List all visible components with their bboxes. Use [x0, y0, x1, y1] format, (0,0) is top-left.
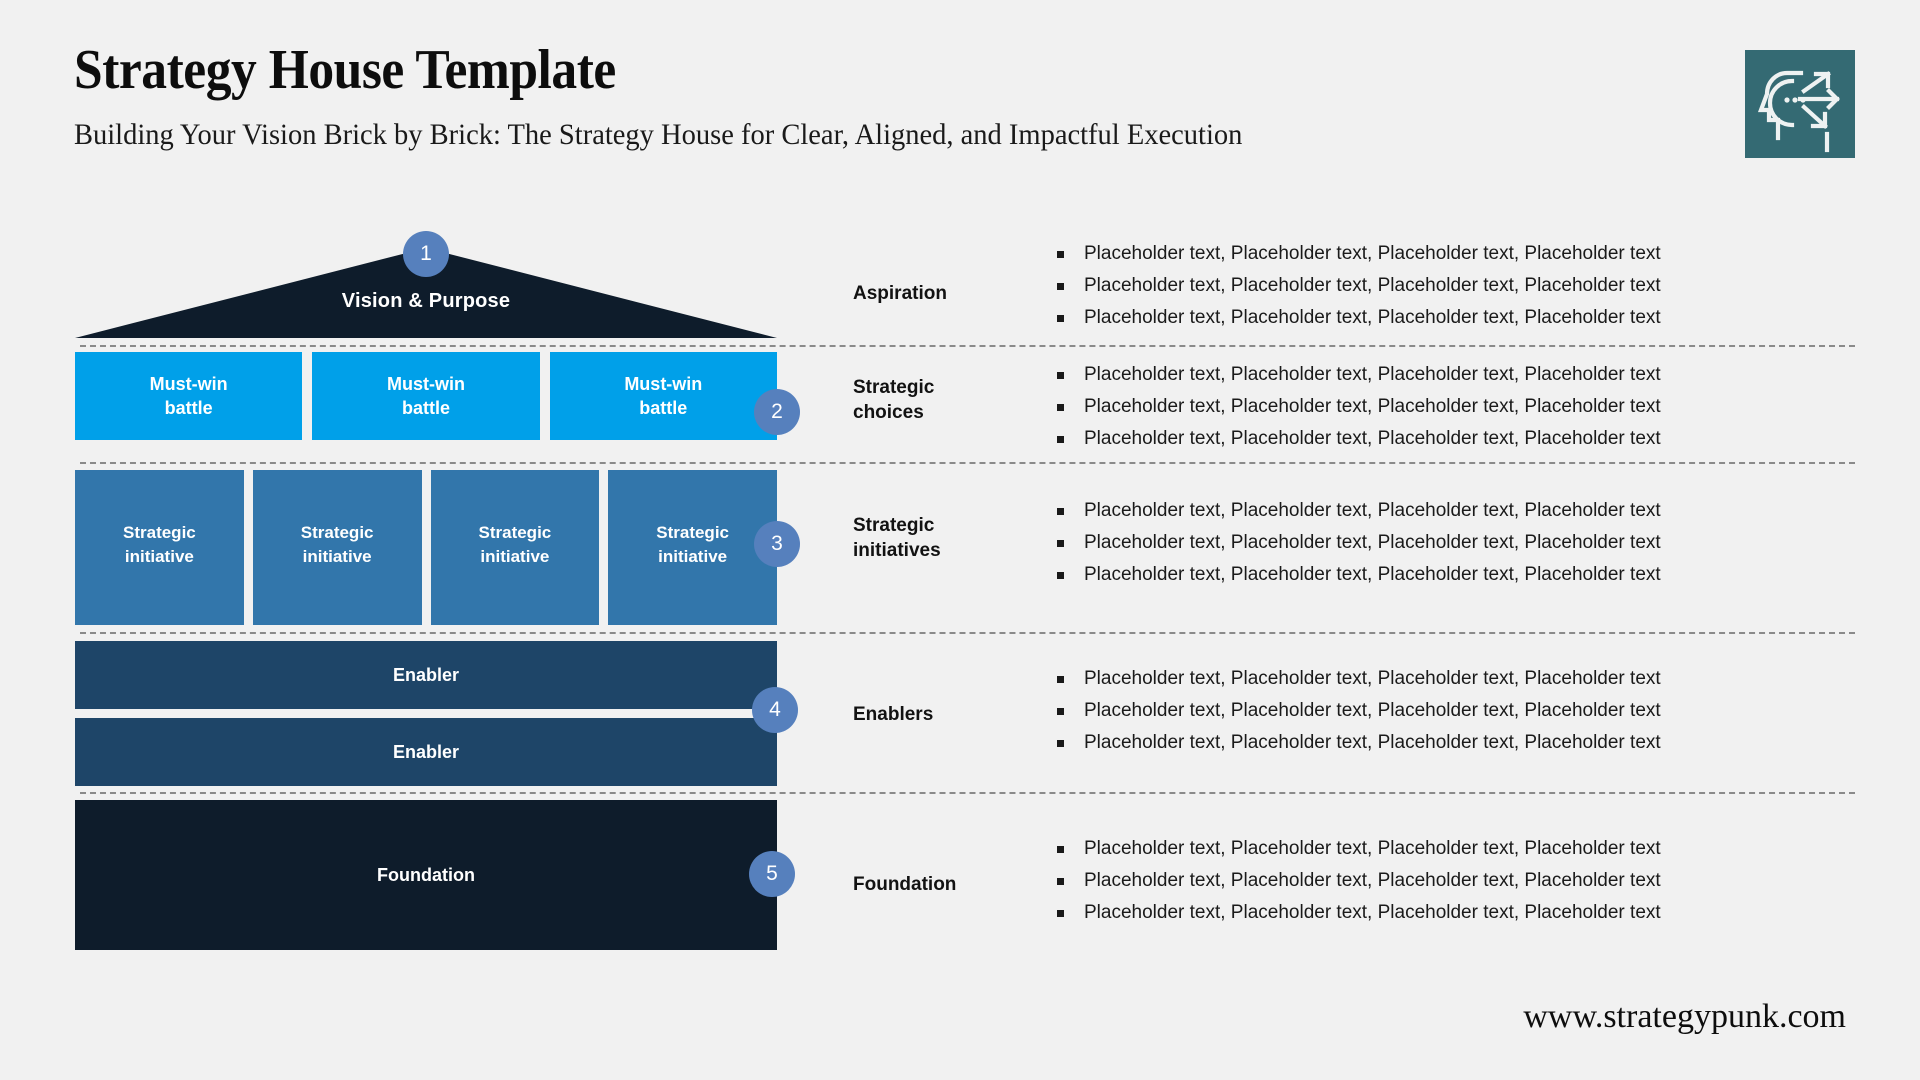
list-item[interactable]: Placeholder text, Placeholder text, Plac… — [1050, 663, 1860, 695]
list-item[interactable]: Placeholder text, Placeholder text, Plac… — [1050, 302, 1860, 334]
list-item[interactable]: Placeholder text, Placeholder text, Plac… — [1050, 359, 1860, 391]
category-label-foundation: Foundation — [853, 874, 957, 895]
list-item[interactable]: Placeholder text, Placeholder text, Plac… — [1050, 391, 1860, 423]
list-item[interactable]: Placeholder text, Placeholder text, Plac… — [1050, 238, 1860, 270]
list-item[interactable]: Placeholder text, Placeholder text, Plac… — [1050, 527, 1860, 559]
list-item[interactable]: Placeholder text, Placeholder text, Plac… — [1050, 559, 1860, 591]
list-item-text: Placeholder text, Placeholder text, Plac… — [1084, 870, 1661, 891]
brand-logo — [1745, 50, 1855, 158]
list-item-text: Placeholder text, Placeholder text, Plac… — [1084, 700, 1661, 721]
row-divider — [80, 345, 1855, 347]
list-item-text: Placeholder text, Placeholder text, Plac… — [1084, 668, 1661, 689]
category-label-aspiration: Aspiration — [853, 283, 947, 304]
enabler-box[interactable]: Enabler — [75, 718, 777, 786]
list-item[interactable]: Placeholder text, Placeholder text, Plac… — [1050, 495, 1860, 527]
bullet-square-icon — [1057, 910, 1064, 917]
house-roof-label: Vision & Purpose — [341, 290, 511, 312]
list-item-text: Placeholder text, Placeholder text, Plac… — [1084, 275, 1661, 296]
enablers-row: Enabler Enabler — [75, 641, 777, 786]
page-subtitle: Building Your Vision Brick by Brick: The… — [74, 118, 1243, 151]
step-badge-2[interactable]: 2 — [754, 389, 800, 435]
list-item[interactable]: Placeholder text, Placeholder text, Plac… — [1050, 270, 1860, 302]
enabler-box[interactable]: Enabler — [75, 641, 777, 709]
step-badge-1[interactable]: 1 — [403, 231, 449, 277]
bullet-square-icon — [1057, 508, 1064, 515]
list-item-text: Placeholder text, Placeholder text, Plac… — [1084, 307, 1661, 328]
list-item-text: Placeholder text, Placeholder text, Plac… — [1084, 902, 1661, 923]
bullet-square-icon — [1057, 404, 1064, 411]
bullet-square-icon — [1057, 708, 1064, 715]
list-item[interactable]: Placeholder text, Placeholder text, Plac… — [1050, 897, 1860, 929]
step-badge-3[interactable]: 3 — [754, 521, 800, 567]
list-item-text: Placeholder text, Placeholder text, Plac… — [1084, 500, 1661, 521]
list-item[interactable]: Placeholder text, Placeholder text, Plac… — [1050, 833, 1860, 865]
bullet-square-icon — [1057, 540, 1064, 547]
bullet-square-icon — [1057, 572, 1064, 579]
step-badge-5[interactable]: 5 — [749, 851, 795, 897]
list-item[interactable]: Placeholder text, Placeholder text, Plac… — [1050, 727, 1860, 759]
bullet-square-icon — [1057, 315, 1064, 322]
bullet-list-foundation: Placeholder text, Placeholder text, Plac… — [1050, 833, 1860, 929]
bullet-list-aspiration: Placeholder text, Placeholder text, Plac… — [1050, 238, 1860, 334]
row-divider — [80, 792, 1855, 794]
list-item-text: Placeholder text, Placeholder text, Plac… — [1084, 243, 1661, 264]
footer-url[interactable]: www.strategypunk.com — [1523, 998, 1846, 1035]
bullet-list-enablers: Placeholder text, Placeholder text, Plac… — [1050, 663, 1860, 759]
bullet-square-icon — [1057, 436, 1064, 443]
bullet-square-icon — [1057, 676, 1064, 683]
bullet-list-strategic-initiatives: Placeholder text, Placeholder text, Plac… — [1050, 495, 1860, 591]
list-item-text: Placeholder text, Placeholder text, Plac… — [1084, 564, 1661, 585]
row-divider — [80, 632, 1855, 634]
bullet-square-icon — [1057, 740, 1064, 747]
bullet-square-icon — [1057, 846, 1064, 853]
row-divider — [80, 462, 1855, 464]
foundation-box[interactable]: Foundation — [75, 800, 777, 950]
page-title: Strategy House Template — [74, 39, 616, 101]
list-item-text: Placeholder text, Placeholder text, Plac… — [1084, 732, 1661, 753]
category-label-enablers: Enablers — [853, 704, 934, 725]
list-item[interactable]: Placeholder text, Placeholder text, Plac… — [1050, 865, 1860, 897]
list-item[interactable]: Placeholder text, Placeholder text, Plac… — [1050, 695, 1860, 727]
bullet-square-icon — [1057, 878, 1064, 885]
step-badge-4[interactable]: 4 — [752, 687, 798, 733]
head-profile-arrows-icon — [1745, 50, 1855, 158]
bullet-square-icon — [1057, 283, 1064, 290]
list-item-text: Placeholder text, Placeholder text, Plac… — [1084, 396, 1661, 417]
list-item[interactable]: Placeholder text, Placeholder text, Plac… — [1050, 423, 1860, 455]
list-item-text: Placeholder text, Placeholder text, Plac… — [1084, 838, 1661, 859]
bullet-list-strategic-choices: Placeholder text, Placeholder text, Plac… — [1050, 359, 1860, 455]
list-item-text: Placeholder text, Placeholder text, Plac… — [1084, 428, 1661, 449]
bullet-square-icon — [1057, 251, 1064, 258]
list-item-text: Placeholder text, Placeholder text, Plac… — [1084, 364, 1661, 385]
bullet-square-icon — [1057, 372, 1064, 379]
list-item-text: Placeholder text, Placeholder text, Plac… — [1084, 532, 1661, 553]
